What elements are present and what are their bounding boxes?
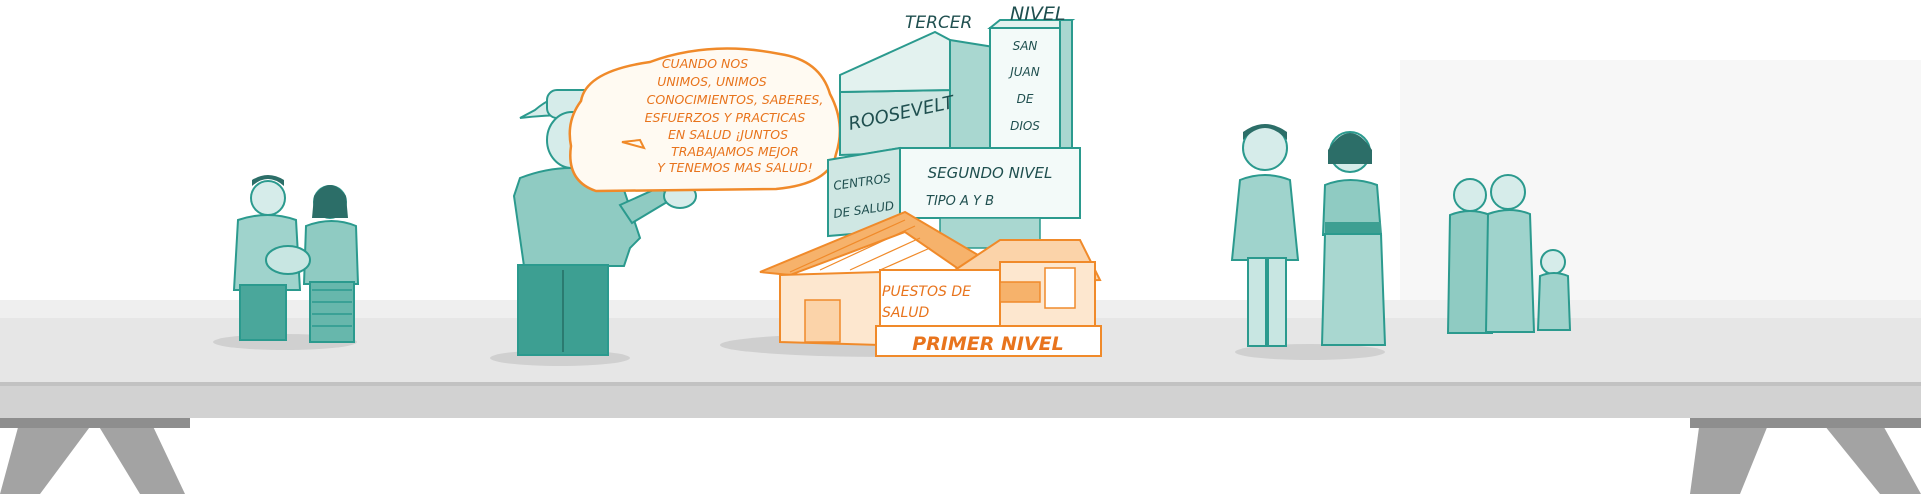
sjd-line: DE: [1017, 92, 1034, 106]
speech-line: UNIMOS, UNIMOS: [657, 74, 767, 89]
speech-bubble: CUANDO NOS UNIMOS, UNIMOS CONOCIMIENTOS,…: [568, 47, 842, 193]
sjd-line: DIOS: [1010, 119, 1040, 133]
health-posts-line: PUESTOS DE: [882, 284, 971, 300]
sjd-line: SAN: [1013, 39, 1038, 53]
health-posts-line: SALUD: [882, 305, 930, 321]
second-level-subtitle: TIPO A Y B: [926, 194, 994, 209]
table-edge: [0, 382, 1921, 418]
sjd-line: JUAN: [1008, 65, 1040, 79]
speech-text: CUANDO NOS UNIMOS, UNIMOS CONOCIMIENTOS,…: [645, 56, 824, 175]
speech-line: ESFUERZOS Y PRACTICAS: [645, 110, 806, 125]
family-right-figures: [1446, 174, 1572, 334]
health-levels-buildings: ROOSEVELT SAN JUAN DE DIOS TERCER NIVEL …: [720, 3, 1102, 357]
second-level-title: SEGUNDO NIVEL: [928, 164, 1053, 182]
speech-line: CUANDO NOS: [662, 56, 748, 71]
table-legs: [0, 418, 1921, 494]
speech-line: CONOCIMIENTOS, SABERES,: [647, 92, 824, 107]
couple-left-figures: [213, 175, 360, 350]
first-level-title: PRIMER NIVEL: [912, 333, 1064, 355]
speech-line: EN SALUD ¡JUNTOS: [668, 127, 788, 142]
speech-line: Y TENEMOS MAS SALUD!: [657, 160, 812, 175]
standing-couple-figures: [1230, 124, 1387, 360]
roosevelt-hospital: ROOSEVELT: [839, 30, 1003, 157]
man-with-hat-figure: [490, 89, 697, 366]
third-level-title-right: NIVEL: [1010, 3, 1065, 25]
third-level-title-left: TERCER: [905, 13, 972, 33]
san-juan-de-dios-hospital: SAN JUAN DE DIOS: [987, 19, 1076, 149]
speech-line: TRABAJAMOS MEJOR: [671, 144, 799, 159]
first-level-building: PUESTOS DE SALUD PRIMER NIVEL: [759, 210, 1102, 357]
